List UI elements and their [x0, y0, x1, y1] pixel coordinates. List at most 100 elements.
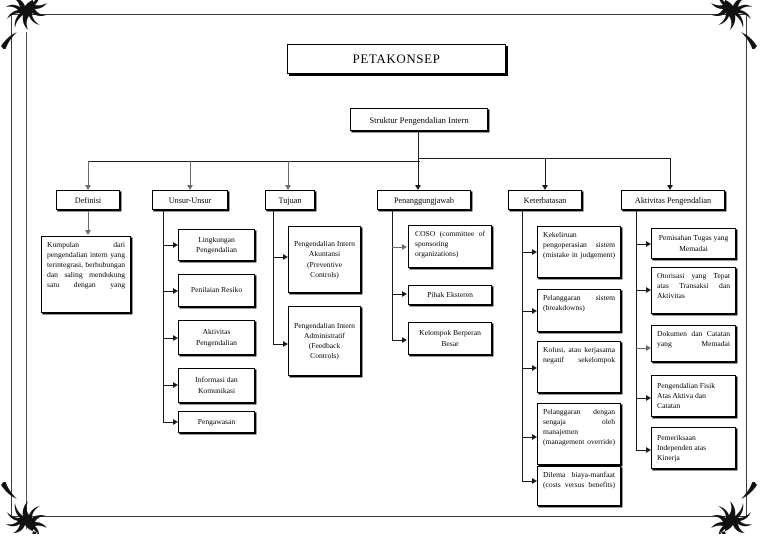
connector-drop-unsur	[190, 161, 191, 186]
category-definisi[interactable]: Definisi	[56, 190, 120, 210]
category-unsur-unsur[interactable]: Unsur-Unsur	[152, 190, 228, 210]
connector-unsur-2	[163, 291, 174, 292]
arrow-down-icon	[542, 185, 548, 190]
connector-tujuan-1	[273, 257, 284, 258]
arrow-right-icon	[402, 244, 407, 250]
arrow-right-icon	[173, 288, 178, 294]
arrow-right-icon	[646, 287, 651, 293]
arrow-right-icon	[532, 434, 537, 440]
arrow-right-icon	[646, 345, 651, 351]
connector-root-stem	[418, 131, 419, 160]
connector-aktivitas-spine	[636, 211, 637, 451]
connector-penanggungjawab-1	[392, 247, 403, 248]
arrow-right-icon	[532, 308, 537, 314]
leaf-penanggungjawab-1[interactable]: COSO (committee of sponsoring organizati…	[408, 225, 492, 268]
connector-keterbatasan-4	[522, 437, 533, 438]
leaf-unsur-5-label: Pengawasan	[197, 416, 236, 426]
leaf-aktivitas-3-label: Dokumen dan Catatan yang Memadai	[657, 329, 730, 349]
leaf-aktivitas-2[interactable]: Otorisasi yang Tepat atas Transaksi dan …	[651, 267, 736, 314]
leaf-aktivitas-4-label: Pengendalian Fisik Atas Aktiva dan Catat…	[657, 380, 716, 410]
leaf-definisi-1[interactable]: Kumpulan dari pengendalian intern yang t…	[41, 236, 131, 313]
leaf-aktivitas-4[interactable]: Pengendalian Fisik Atas Aktiva dan Catat…	[651, 375, 736, 417]
leaf-keterbatasan-1-label: Kekeliruan pengoperasian sistem (mistake…	[543, 230, 615, 260]
root-node-label: Struktur Pengendalian Intern	[369, 114, 469, 125]
leaf-tujuan-1[interactable]: Pengendalian Intern Akuntansi (Preventiv…	[288, 226, 361, 293]
connector-definisi-stem	[88, 211, 89, 231]
arrow-right-icon	[646, 241, 651, 247]
arrow-right-icon	[402, 337, 407, 343]
connector-keterbatasan-3	[522, 368, 533, 369]
floral-corner-ornament-icon	[0, 0, 54, 49]
category-keterbatasan[interactable]: Keterbatasan	[508, 190, 582, 210]
connector-drop-keterbatasan	[545, 158, 546, 186]
connector-keterbatasan-5	[522, 481, 533, 482]
leaf-unsur-4-label: Informasi dan Komunikasi	[195, 375, 238, 395]
page-title: PETAKONSEP	[287, 44, 506, 74]
connector-bus-left	[88, 161, 420, 162]
page-border-inner	[26, 32, 756, 529]
connector-unsur-4	[163, 385, 174, 386]
arrow-right-icon	[173, 335, 178, 341]
leaf-penanggungjawab-3[interactable]: Kelompok Berperan Besar	[408, 322, 492, 355]
leaf-unsur-1-label: Lingkungan Pengendalian	[196, 234, 237, 254]
connector-drop-tujuan	[288, 161, 289, 186]
leaf-unsur-4[interactable]: Informasi dan Komunikasi	[178, 368, 255, 403]
leaf-aktivitas-5[interactable]: Pemeriksaan Independen atas Kinerja	[651, 427, 736, 469]
leaf-keterbatasan-4[interactable]: Pelanggaran dengan sengaja oleh manajeme…	[537, 403, 621, 465]
category-penanggungjawab-label: Penanggungjawab	[393, 195, 455, 205]
leaf-keterbatasan-1[interactable]: Kekeliruan pengoperasian sistem (mistake…	[537, 226, 621, 278]
connector-tujuan-2	[273, 344, 284, 345]
category-unsur-unsur-label: Unsur-Unsur	[168, 195, 212, 205]
leaf-aktivitas-3[interactable]: Dokumen dan Catatan yang Memadai	[651, 325, 736, 362]
page-title-label: PETAKONSEP	[352, 51, 441, 66]
leaf-keterbatasan-2[interactable]: Pelanggaran sistem (breakdowns)	[537, 289, 621, 332]
arrow-right-icon	[532, 478, 537, 484]
arrow-down-icon	[415, 185, 421, 190]
arrow-right-icon	[532, 249, 537, 255]
connector-drop-definisi	[88, 161, 89, 186]
leaf-unsur-3[interactable]: Aktivitas Pengendalian	[178, 320, 255, 355]
arrow-down-icon	[285, 185, 291, 190]
connector-penanggungjawab-spine	[392, 211, 393, 341]
connector-aktivitas-5	[636, 450, 647, 451]
leaf-keterbatasan-5[interactable]: Dilema biaya-manfaat (costs versus benef…	[537, 466, 621, 506]
connector-drop-penanggungjawab	[418, 158, 419, 186]
connector-aktivitas-4	[636, 398, 647, 399]
root-node[interactable]: Struktur Pengendalian Intern	[350, 108, 488, 131]
category-keterbatasan-label: Keterbatasan	[523, 195, 567, 205]
leaf-unsur-3-label: Aktivitas Pengendalian	[196, 327, 237, 347]
leaf-unsur-5[interactable]: Pengawasan	[178, 411, 255, 433]
page-border-frame	[1, 0, 757, 534]
category-tujuan[interactable]: Tujuan	[265, 190, 315, 210]
category-tujuan-label: Tujuan	[278, 195, 302, 205]
arrow-right-icon	[646, 395, 651, 401]
connector-bus-right	[418, 158, 671, 159]
leaf-keterbatasan-4-label: Pelanggaran dengan sengaja oleh manajeme…	[543, 407, 615, 447]
floral-corner-ornament-icon	[704, 482, 760, 534]
leaf-keterbatasan-3[interactable]: Kolusi, atau kerjasama negatif sekelompo…	[537, 341, 621, 393]
arrow-right-icon	[283, 254, 288, 260]
arrow-right-icon	[173, 382, 178, 388]
floral-corner-ornament-icon	[704, 0, 760, 49]
leaf-unsur-2[interactable]: Penilaian Resiko	[178, 274, 255, 307]
connector-penanggungjawab-3	[392, 340, 403, 341]
connector-keterbatasan-2	[522, 311, 533, 312]
leaf-tujuan-2[interactable]: Pengendalian Intern Administratif (Feedb…	[288, 306, 361, 376]
arrow-down-icon	[187, 185, 193, 190]
connector-keterbatasan-spine	[522, 211, 523, 481]
connector-unsur-3	[163, 338, 174, 339]
connector-unsur-spine	[163, 211, 164, 423]
category-aktivitas-pengendalian[interactable]: Aktivitas Pengendalian	[621, 190, 725, 210]
leaf-penanggungjawab-2[interactable]: Pihak Eksteren	[408, 285, 492, 305]
category-penanggungjawab[interactable]: Penanggungjawab	[377, 190, 471, 210]
leaf-tujuan-1-label: Pengendalian Intern Akuntansi (Preventiv…	[294, 239, 355, 279]
leaf-unsur-1[interactable]: Lingkungan Pengendalian	[178, 229, 255, 261]
connector-aktivitas-3	[636, 348, 647, 349]
connector-tujuan-spine	[273, 211, 274, 345]
floral-corner-ornament-icon	[0, 482, 54, 534]
arrow-right-icon	[402, 291, 407, 297]
leaf-aktivitas-1[interactable]: Pemisahan Tugas yang Memadai	[651, 228, 736, 259]
arrow-right-icon	[532, 365, 537, 371]
connector-unsur-1	[163, 245, 174, 246]
